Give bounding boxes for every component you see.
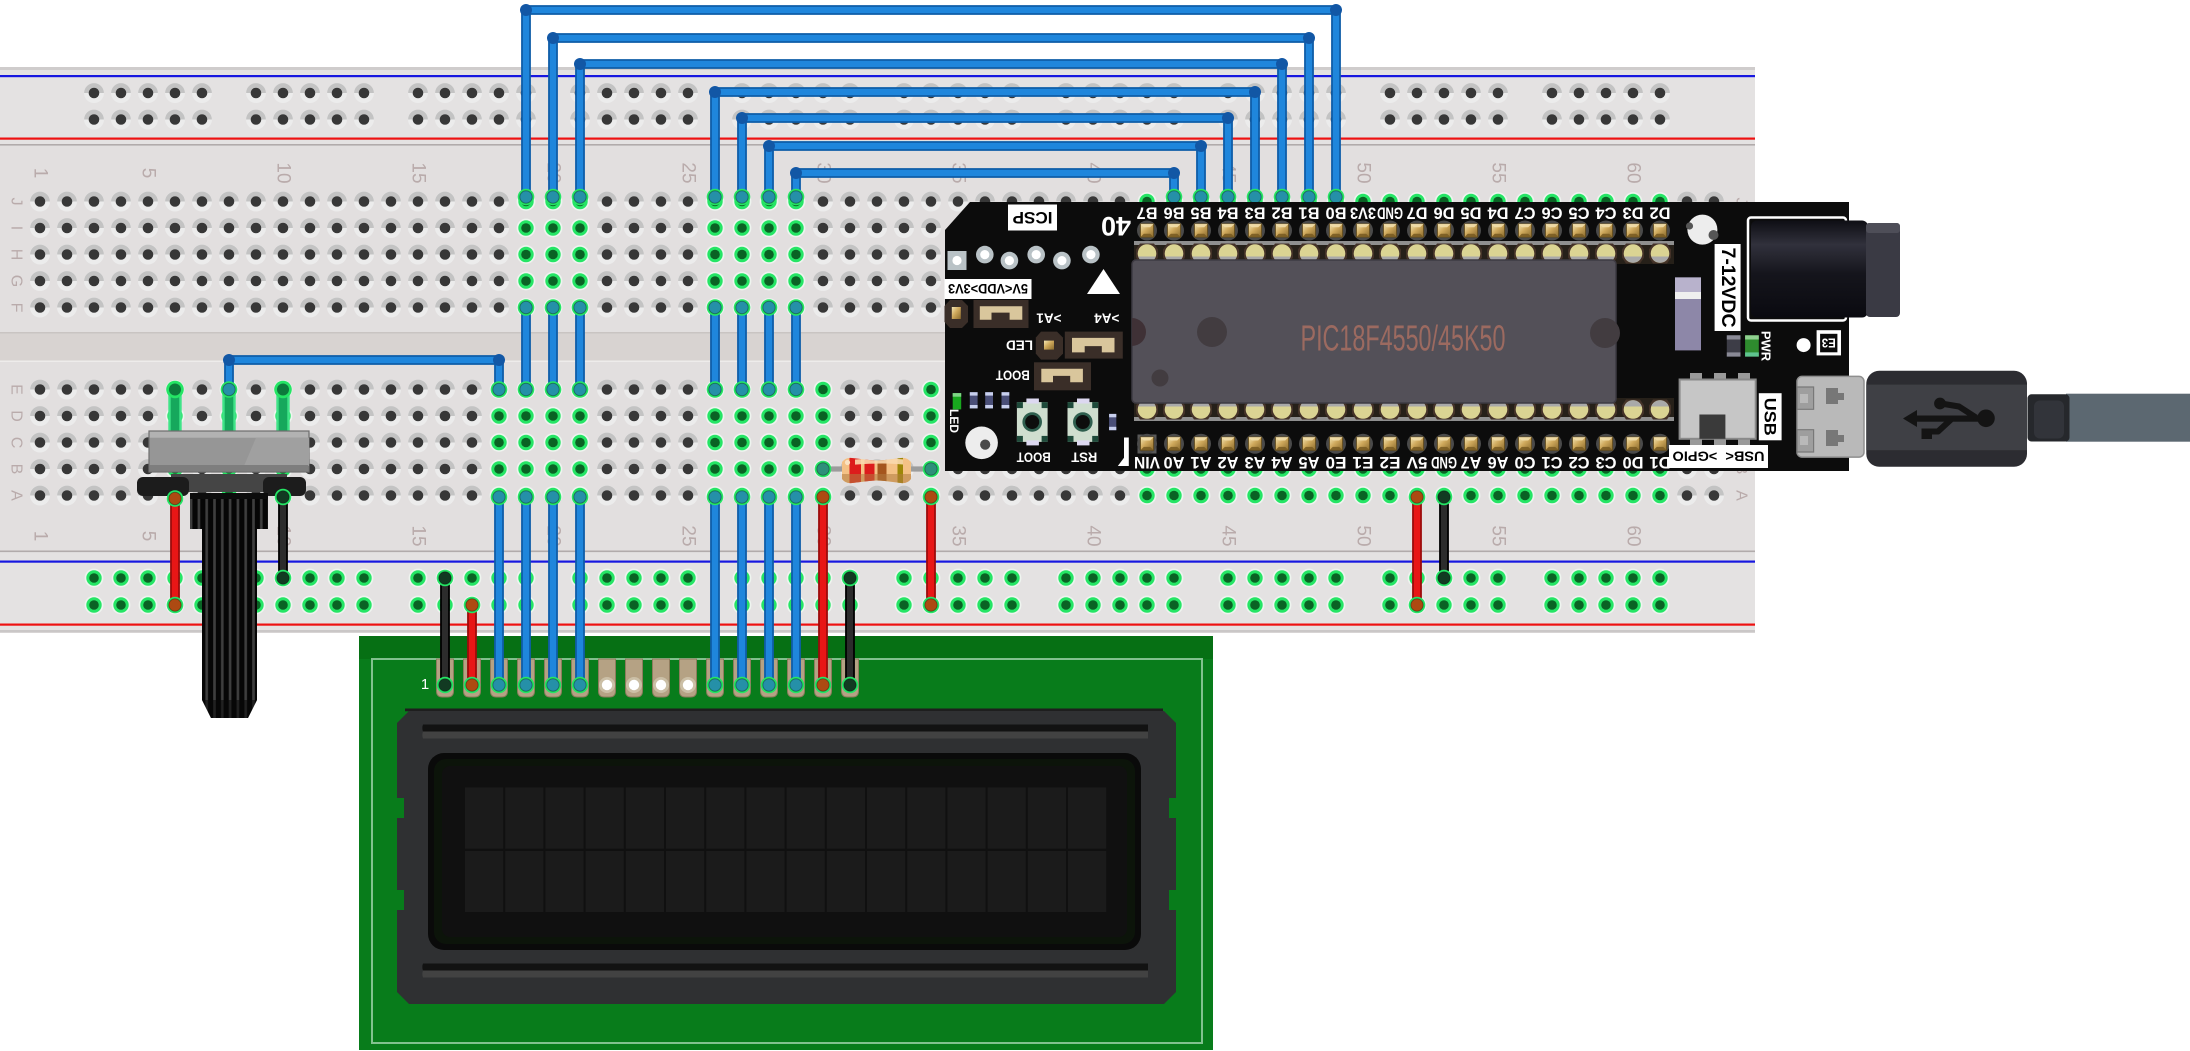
svg-text:LED: LED <box>1006 338 1033 353</box>
svg-text:1: 1 <box>421 676 429 693</box>
svg-text:D: D <box>8 410 25 422</box>
svg-text:E3: E3 <box>1822 336 1836 351</box>
svg-text:BOOT: BOOT <box>1016 450 1050 466</box>
svg-text:B5: B5 <box>1191 204 1212 222</box>
svg-text:C4: C4 <box>1595 204 1617 222</box>
svg-text:VIN: VIN <box>1134 453 1160 471</box>
svg-text:A4: A4 <box>1271 453 1293 471</box>
svg-text:B: B <box>8 464 25 475</box>
svg-text:F: F <box>8 303 25 313</box>
svg-text:25: 25 <box>678 162 699 183</box>
svg-text:5: 5 <box>138 168 159 179</box>
svg-text:E1: E1 <box>1353 453 1374 471</box>
svg-text:C3: C3 <box>1596 453 1617 471</box>
svg-text:GND: GND <box>1377 204 1403 222</box>
svg-text:C5: C5 <box>1569 204 1590 222</box>
svg-text:40: 40 <box>1083 525 1104 546</box>
svg-text:J: J <box>1733 198 1750 206</box>
svg-text:50: 50 <box>1353 525 1374 546</box>
svg-text:C7: C7 <box>1515 204 1536 222</box>
svg-text:A0: A0 <box>1164 453 1185 471</box>
svg-text:D5: D5 <box>1461 204 1482 222</box>
svg-text:3V3: 3V3 <box>1350 204 1376 222</box>
svg-text:5V<VDD>3V3: 5V<VDD>3V3 <box>948 281 1028 297</box>
svg-text:15: 15 <box>408 525 429 546</box>
svg-text:D7: D7 <box>1407 204 1428 222</box>
svg-text:ICSP: ICSP <box>1013 208 1053 227</box>
svg-text:H: H <box>8 249 25 261</box>
svg-text:B7: B7 <box>1137 204 1158 222</box>
svg-text:B6: B6 <box>1164 204 1185 222</box>
svg-text:60: 60 <box>1623 162 1644 183</box>
svg-text:5V: 5V <box>1407 453 1428 471</box>
svg-text:B3: B3 <box>1245 204 1266 222</box>
svg-text:A3: A3 <box>1245 453 1266 471</box>
svg-text:A: A <box>8 490 25 501</box>
svg-text:C2: C2 <box>1569 453 1590 471</box>
svg-text:45: 45 <box>1218 525 1239 546</box>
svg-text:10: 10 <box>273 162 294 183</box>
svg-text:B4: B4 <box>1217 204 1239 222</box>
svg-text:A7: A7 <box>1461 453 1482 471</box>
svg-text:5: 5 <box>138 531 159 542</box>
svg-text:55: 55 <box>1488 162 1509 183</box>
svg-text:PWR: PWR <box>1759 331 1774 362</box>
svg-text:C1: C1 <box>1542 453 1563 471</box>
svg-text:7-12VDC: 7-12VDC <box>1717 248 1738 328</box>
svg-text:E2: E2 <box>1380 453 1401 471</box>
svg-text:A1: A1 <box>1191 453 1212 471</box>
svg-text:1: 1 <box>30 531 51 542</box>
svg-text:E: E <box>8 384 25 395</box>
svg-text:60: 60 <box>1623 525 1644 546</box>
svg-text:C0: C0 <box>1515 453 1536 471</box>
svg-text:40: 40 <box>1101 211 1131 241</box>
svg-text:D4: D4 <box>1487 204 1509 222</box>
svg-text:50: 50 <box>1353 162 1374 183</box>
svg-text:C6: C6 <box>1542 204 1563 222</box>
svg-text:B2: B2 <box>1272 204 1293 222</box>
svg-text:A6: A6 <box>1488 453 1509 471</box>
svg-text:G: G <box>8 275 25 287</box>
svg-text:55: 55 <box>1488 525 1509 546</box>
svg-text:GND: GND <box>1431 453 1457 471</box>
svg-text:LED: LED <box>947 409 961 433</box>
svg-text:D3: D3 <box>1623 204 1644 222</box>
svg-text:>A4: >A4 <box>1094 311 1120 326</box>
svg-text:RST: RST <box>1071 450 1097 466</box>
svg-text:J: J <box>8 198 25 206</box>
svg-text:BOOT: BOOT <box>995 368 1030 383</box>
svg-text:35: 35 <box>948 525 969 546</box>
svg-text:A2: A2 <box>1218 453 1239 471</box>
svg-text:1: 1 <box>30 168 51 179</box>
svg-text:D0: D0 <box>1623 453 1644 471</box>
svg-text:USB: USB <box>1761 398 1780 436</box>
svg-text:D6: D6 <box>1434 204 1455 222</box>
svg-text:I: I <box>8 226 25 230</box>
svg-text:USB< >GPIO: USB< >GPIO <box>1672 449 1764 465</box>
svg-text:15: 15 <box>408 162 429 183</box>
svg-text:B0: B0 <box>1326 204 1347 222</box>
svg-text:B1: B1 <box>1299 204 1320 222</box>
svg-text:C: C <box>8 437 25 449</box>
svg-text:D2: D2 <box>1650 204 1671 222</box>
svg-text:A5: A5 <box>1299 453 1320 471</box>
svg-text:PIC18F4550/45K50: PIC18F4550/45K50 <box>1301 318 1506 359</box>
svg-text:A: A <box>1733 490 1750 501</box>
svg-text:>A1: >A1 <box>1036 311 1062 326</box>
svg-text:25: 25 <box>678 525 699 546</box>
svg-text:D1: D1 <box>1650 453 1671 471</box>
svg-text:E0: E0 <box>1326 453 1347 471</box>
